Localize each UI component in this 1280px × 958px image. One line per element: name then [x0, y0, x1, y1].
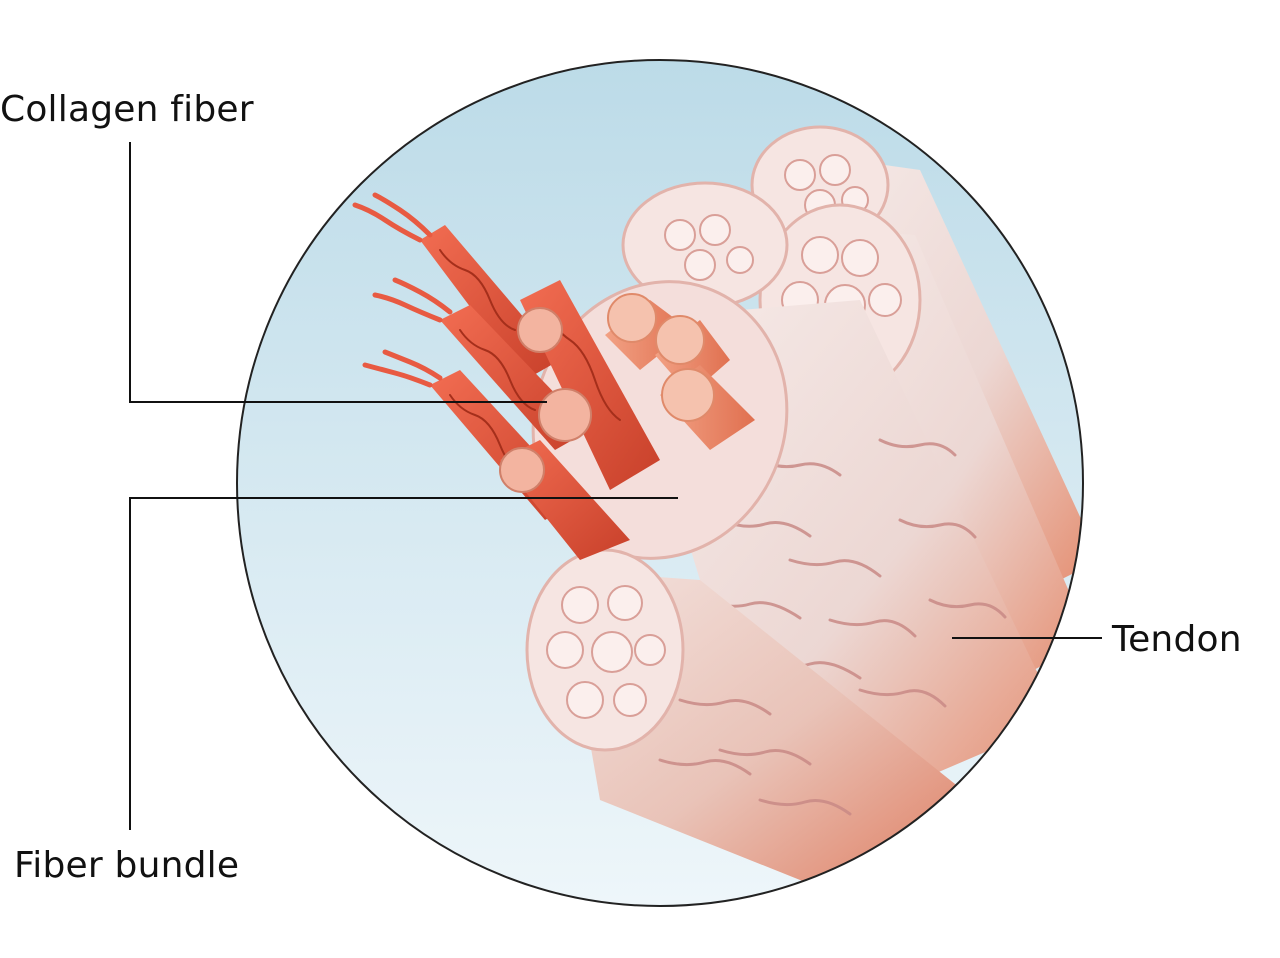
tendon-illustration: [352, 125, 1083, 900]
fascicle-bottom: [525, 548, 1000, 900]
label-collagen-fiber: Collagen fiber: [0, 89, 254, 130]
label-fiber-bundle: Fiber bundle: [14, 845, 240, 886]
fascicle-left-back: [621, 181, 789, 309]
leader-line-bundle: [129, 497, 678, 830]
fiber-bundles: [605, 293, 755, 450]
label-tendon: Tendon: [1112, 619, 1242, 660]
leader-lines: [129, 142, 1102, 830]
magnifier-outline: [236, 59, 1084, 907]
collagen-fibers: [352, 192, 660, 560]
leader-line-collagen: [129, 142, 547, 403]
